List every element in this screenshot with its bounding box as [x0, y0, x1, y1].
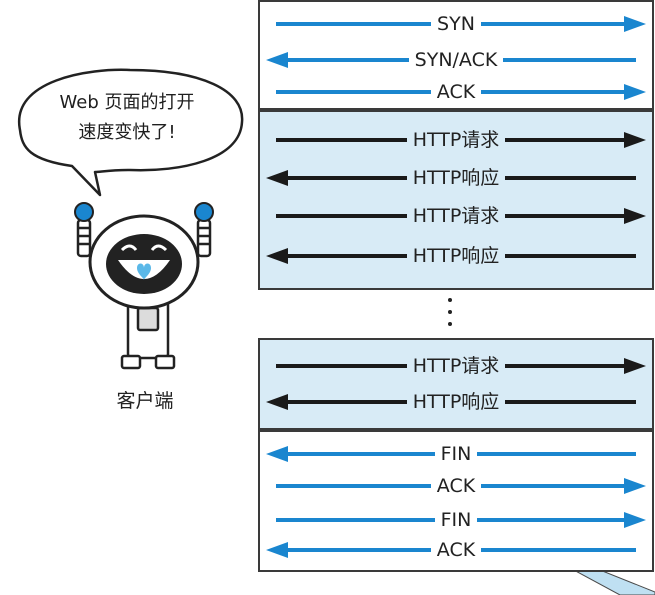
message-label-text: HTTP请求: [406, 128, 506, 152]
message-close-2: FIN: [264, 506, 648, 534]
message-http-block-1-1: HTTP响应: [264, 164, 648, 192]
message-label: FIN: [264, 440, 648, 468]
message-handshake-0: SYN: [264, 10, 648, 38]
bubble-text-line-2: 速度变快了!: [78, 122, 176, 143]
message-http-block-2-0: HTTP请求: [264, 352, 648, 380]
ellipsis-icon: [448, 298, 452, 326]
message-label-text: FIN: [434, 508, 478, 532]
message-label-text: ACK: [430, 80, 482, 104]
message-close-3: ACK: [264, 536, 648, 564]
http-exchange-box-2: [258, 338, 654, 430]
message-handshake-1: SYN/ACK: [264, 46, 648, 74]
message-http-block-1-0: HTTP请求: [264, 126, 648, 154]
message-label: ACK: [264, 78, 648, 106]
message-label: HTTP请求: [264, 202, 648, 230]
message-label-text: HTTP响应: [406, 244, 506, 268]
message-close-1: ACK: [264, 472, 648, 500]
message-label-text: HTTP响应: [406, 390, 506, 414]
message-http-block-2-1: HTTP响应: [264, 388, 648, 416]
message-label-text: HTTP请求: [406, 354, 506, 378]
message-label: HTTP请求: [264, 126, 648, 154]
message-label-text: HTTP请求: [406, 204, 506, 228]
bubble-text-line-1: Web 页面的打开: [59, 92, 195, 113]
message-label-text: SYN/ACK: [408, 48, 504, 72]
message-close-0: FIN: [264, 440, 648, 468]
message-label: SYN: [264, 10, 648, 38]
speech-bubble: [17, 68, 244, 197]
message-label: HTTP响应: [264, 388, 648, 416]
message-label: ACK: [264, 536, 648, 564]
message-label: HTTP请求: [264, 352, 648, 380]
message-label: HTTP响应: [264, 242, 648, 270]
message-handshake-2: ACK: [264, 78, 648, 106]
message-http-block-1-2: HTTP请求: [264, 202, 648, 230]
client-label: 客户端: [116, 390, 174, 412]
message-label-text: SYN: [431, 12, 481, 36]
message-label-text: FIN: [434, 442, 478, 466]
message-label: FIN: [264, 506, 648, 534]
message-label: HTTP响应: [264, 164, 648, 192]
message-label-text: ACK: [430, 538, 482, 562]
message-label-text: HTTP响应: [406, 166, 506, 190]
robot-client-icon: [74, 202, 214, 370]
message-label-text: ACK: [430, 474, 482, 498]
message-http-block-1-3: HTTP响应: [264, 242, 648, 270]
message-label: SYN/ACK: [264, 46, 648, 74]
message-label: ACK: [264, 472, 648, 500]
